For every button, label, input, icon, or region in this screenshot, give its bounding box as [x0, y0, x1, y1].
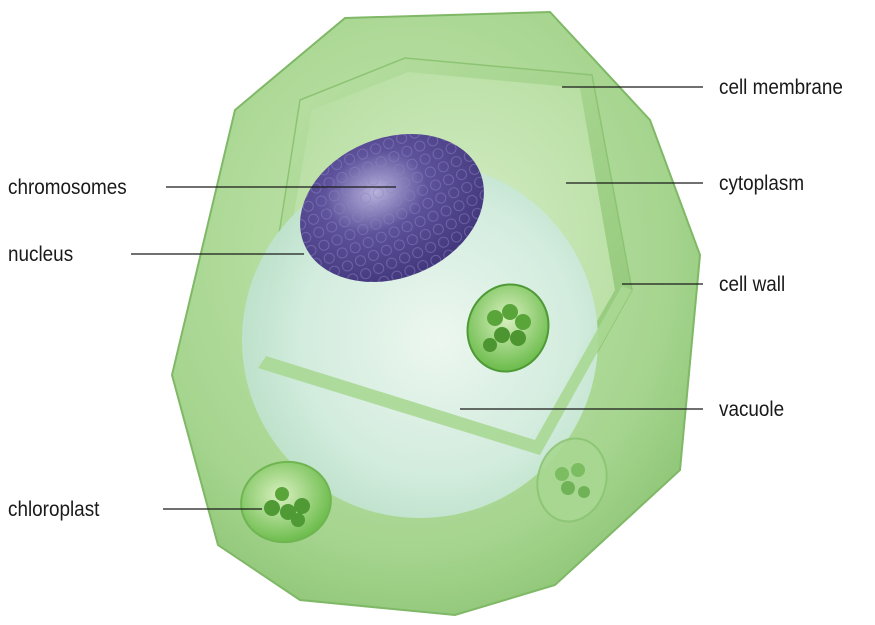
label-chloroplast: chloroplast — [8, 499, 99, 521]
label-cytoplasm: cytoplasm — [719, 173, 804, 195]
label-chromosomes: chromosomes — [8, 177, 127, 199]
label-cell-membrane: cell membrane — [719, 77, 843, 99]
label-cell-wall: cell wall — [719, 274, 785, 296]
label-vacuole: vacuole — [719, 399, 784, 421]
label-nucleus: nucleus — [8, 244, 73, 266]
